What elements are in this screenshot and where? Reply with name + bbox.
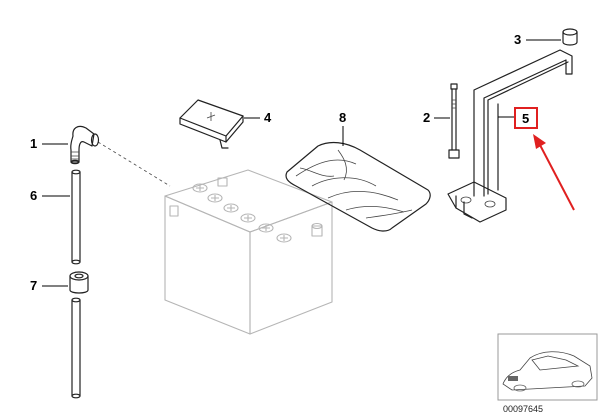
callout-label-7: 7 (30, 278, 37, 293)
callout-4: 4 (244, 110, 272, 125)
diagram-id: 00097645 (503, 404, 543, 414)
callout-label-6: 6 (30, 188, 37, 203)
vent-hose-lower-drawing (71, 297, 81, 399)
callout-label-5: 1 (30, 136, 37, 151)
vent-hose-upper-drawing (71, 169, 81, 265)
callout-7: 7 (30, 278, 68, 293)
long-bolt-drawing (448, 83, 460, 159)
cover-cloth-drawing (285, 141, 431, 232)
callout-label-4: 4 (264, 110, 272, 125)
battery-ghost (164, 169, 333, 335)
callout-1: 5 (498, 107, 538, 129)
callout-1-highlight-box (514, 107, 538, 129)
vent-path-dashed (97, 141, 171, 187)
grommet-drawing (69, 271, 89, 294)
callout-label-3: 3 (514, 32, 521, 47)
callout-8: 8 (339, 110, 346, 146)
callout-3: 3 (514, 32, 561, 47)
nut-drawing (562, 28, 578, 46)
callout-label-8: 8 (339, 110, 346, 125)
callout-label-2: 2 (423, 110, 430, 125)
vehicle-thumbnail (497, 333, 598, 401)
callout-label-1: 5 (522, 111, 529, 126)
callout-2: 2 (423, 110, 450, 125)
highlight-arrow (533, 134, 575, 211)
small-bracket-drawing (179, 99, 244, 149)
battery-holder-bracket-drawing (447, 49, 573, 223)
vent-elbow-drawing (70, 125, 100, 165)
callout-6: 6 (30, 188, 70, 203)
callout-5: 1 (30, 136, 68, 151)
